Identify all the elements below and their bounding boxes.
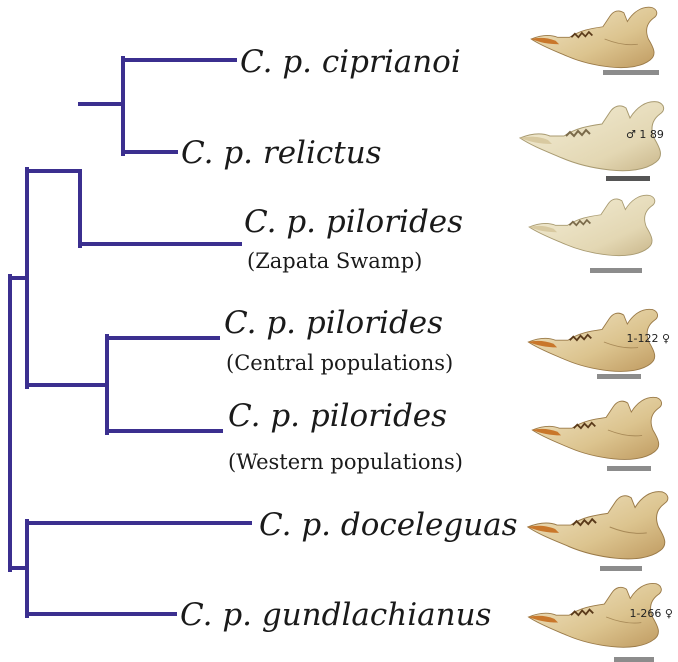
mandible-image <box>529 195 655 255</box>
scale-bar <box>590 268 642 273</box>
specimen-jaw <box>529 195 655 273</box>
taxon-locality: (Zapata Swamp) <box>247 249 422 273</box>
specimen-jaw: ♂ 1 89 <box>520 102 664 181</box>
specimen-jaw <box>531 7 659 75</box>
specimen-jaw <box>532 397 661 471</box>
taxon-name: C. p. pilorides <box>244 204 463 240</box>
mandible-image <box>531 7 657 67</box>
scale-bar <box>600 566 642 571</box>
scale-bar <box>606 176 650 181</box>
mandible-image <box>528 492 668 559</box>
taxon-name: C. p. gundlachianus <box>180 597 491 633</box>
taxon-locality: (Western populations) <box>228 450 463 474</box>
specimen-label: 1-266 ♀ <box>629 607 673 620</box>
taxon-name: C. p. pilorides <box>224 305 443 341</box>
taxon-locality: (Central populations) <box>226 351 453 375</box>
taxon-labels: C. p. ciprianoi C. p. relictus C. p. pilor… <box>180 44 518 633</box>
specimen-jaw: 1-122 ♀ <box>528 309 670 379</box>
specimen-jaw: 1-266 ♀ <box>528 583 672 662</box>
mandible-image <box>532 397 661 459</box>
taxon-name: C. p. relictus <box>181 135 382 171</box>
specimen-label: ♂ 1 89 <box>626 128 664 141</box>
scale-bar <box>597 374 641 379</box>
scale-bar <box>614 657 654 662</box>
specimen-label: 1-122 ♀ <box>627 332 671 345</box>
specimen-jaw <box>528 492 668 571</box>
specimen-images: ♂ 1 89 1-122 ♀ 1-266 ♀ <box>520 7 673 662</box>
scale-bar <box>607 466 651 471</box>
scale-bar <box>603 70 659 75</box>
taxon-name: C. p. doceleguas <box>259 507 518 543</box>
taxon-name: C. p. pilorides <box>228 398 447 434</box>
taxon-name: C. p. ciprianoi <box>240 44 461 80</box>
